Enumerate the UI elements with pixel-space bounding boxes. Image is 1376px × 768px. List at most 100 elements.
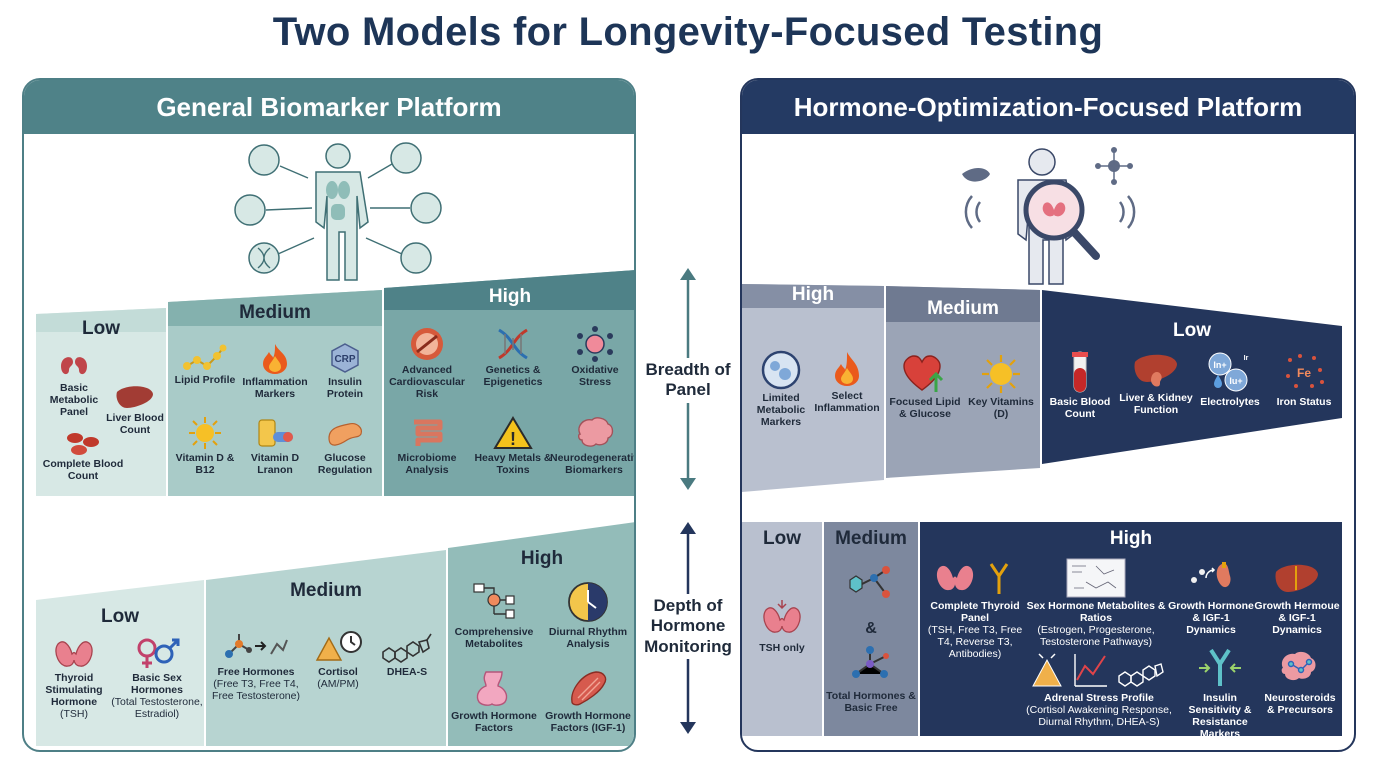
item-label: Electrolytes (1200, 396, 1260, 408)
tier-label: High (791, 284, 835, 305)
growth-hormone-factors: Growth Hormone Factors (448, 668, 540, 734)
microbiome-analysis: Microbiome Analysis (384, 416, 470, 476)
tier-label: Low (101, 606, 139, 627)
right-panel-heading: Hormone-Optimization-Focused Platform (742, 80, 1354, 134)
item-label: Complete Thyroid Panel (930, 600, 1020, 625)
ion-glyph: Ir (1244, 355, 1249, 362)
item-label: Vitamin D & B12 (175, 452, 235, 477)
free-radical-icon (577, 326, 613, 362)
item-label: Key Vitamins (D) (968, 396, 1034, 421)
intestine-icon (414, 419, 443, 446)
insulin-sensitivity-resistance-markers: Insulin Sensitivity & Resistance Markers (1178, 646, 1262, 736)
insulin-receptor-icon (1199, 648, 1241, 686)
item-label: Lipid Profile (174, 374, 236, 386)
right-depth-high: High Complete Thyroid Panel (TSH, Free T… (920, 522, 1342, 736)
item-sub: (AM/PM) (317, 678, 359, 691)
insulin-protein: CRP Insulin Protein (310, 342, 380, 400)
iron-glyph: Fe (1297, 366, 1311, 380)
item-label: Heavy Metals & Toxins (474, 452, 552, 477)
item-sub: (Cortisol Awakening Response, Diurnal Rh… (1026, 704, 1172, 729)
steroid-structure-icon (382, 633, 432, 663)
right-breadth-high: High Limited Metabolic Markers Select In… (742, 270, 884, 492)
item-label: Free Hormones (217, 666, 295, 678)
hormone-optimization-panel: Hormone-Optimization-Focused Platform Hi… (740, 78, 1356, 752)
thyroid-antibody-icon (936, 563, 1009, 594)
item-label: Basic Metabolic Panel (49, 382, 99, 419)
pathway-chart-icon (1066, 558, 1126, 598)
item-label: Insulin Sensitivity & Resistance Markers (1188, 692, 1252, 736)
item-label: Insulin Protein (326, 376, 364, 401)
item-label: Total Hormones & Basic Free (826, 690, 916, 715)
item-sub: (Total Testosterone, Estradiol) (111, 696, 203, 721)
item-label: Liver Blood Count (106, 412, 164, 437)
tier-label: Low (82, 318, 120, 339)
lipid-profile: Lipid Profile (170, 342, 240, 386)
item-label: Inflammation Markers (242, 376, 308, 401)
heart-growth-icon (903, 355, 944, 392)
axis-labels: Breadth of Panel Depth of Hormone Monito… (640, 0, 736, 768)
tier-label: Medium (239, 302, 311, 323)
left-breadth-band: Low Basic Metabolic Panel Liver Blood Co… (36, 270, 634, 496)
focused-lipid-glucose: Focused Lipid & Glucose (888, 354, 962, 420)
item-label: Liver & Kidney Function (1119, 392, 1193, 417)
neurodegenerative-biomarkers: Neurodegenerative Biomarkers (550, 416, 634, 476)
left-panel-heading: General Biomarker Platform (24, 80, 634, 134)
ion-glyph: In+ (1213, 360, 1226, 370)
limited-metabolic-markers: Limited Metabolic Markers (746, 350, 816, 428)
liver-kidney-function: Liver & Kidney Function (1118, 350, 1194, 416)
body-organs-icon (234, 142, 442, 281)
item-label: Growth Hermoue & IGF-1 Dynamics (1254, 600, 1340, 637)
basic-blood-count: Basic Blood Count (1044, 350, 1116, 420)
blood-tube-icon (1072, 351, 1088, 393)
item-label: Growth Hormone Factors (451, 710, 537, 735)
item-label: Microbiome Analysis (397, 452, 457, 477)
pituitary-icon (476, 671, 508, 706)
left-breadth-medium: Medium Lipid Profile Inflammation Marker… (168, 270, 382, 496)
item-label: TSH only (759, 642, 805, 654)
item-label: DHEA-S (386, 666, 428, 678)
thyroid-stimulating-hormone: Thyroid Stimulating Hormone (TSH) (38, 636, 110, 720)
tier-label: High (520, 548, 564, 569)
cell-icon (761, 350, 801, 390)
growth-hormone-factors-igf1: Growth Hormone Factors (IGF-1) (540, 668, 634, 734)
muscle-icon (571, 671, 607, 706)
item-label: Adrenal Stress Profile (1044, 692, 1154, 704)
diurnal-rhythm-analysis: Diurnal Rhythm Analysis (542, 580, 634, 650)
breadth-axis-label: Breadth of Panel (640, 358, 736, 403)
thyroid-icon (55, 641, 93, 667)
right-breadth-medium: Medium Focused Lipid & Glucose Key Vitam… (886, 270, 1040, 480)
select-inflammation: Select Inflammation (814, 350, 880, 414)
left-depth-high: High Comprehensive Metabolites Diurnal R… (448, 522, 634, 746)
item-label: Advanced Cardiovascular Risk (389, 364, 465, 401)
dna-icon (498, 328, 528, 360)
oxidative-stress: Oxidative Stress (554, 326, 634, 388)
right-breadth-band: High Limited Metabolic Markers Select In… (742, 270, 1354, 496)
item-label: Select Inflammation (814, 390, 880, 415)
sex-hormone-metabolites-ratios: Sex Hormone Metabolites & Ratios (Estrog… (1026, 558, 1166, 648)
molecule-reaction-icon (225, 634, 288, 658)
thyroid-icon (763, 600, 801, 633)
item-label: Vitamin D Lranon (250, 452, 300, 477)
right-depth-low: Low TSH only (742, 522, 822, 736)
day-night-clock-icon (568, 582, 608, 622)
tsh-only: TSH only (744, 600, 820, 654)
ion-glyph: Iu+ (1229, 376, 1242, 386)
neurosteroids-precursors: Neurosteroids & Precursors (1260, 646, 1340, 716)
left-breadth-low: Low Basic Metabolic Panel Liver Blood Co… (36, 270, 166, 496)
item-label: Focused Lipid & Glucose (889, 396, 961, 421)
heavy-metals-toxins: ! Heavy Metals & Toxins (470, 416, 556, 476)
free-hormones: Free Hormones (Free T3, Free T4, Free Te… (208, 628, 304, 702)
total-hormones-basic-free: Total Hormones & Basic Free (826, 690, 916, 714)
svg-text:!: ! (510, 429, 516, 449)
item-label: Neurosteroids & Precursors (1264, 692, 1336, 717)
inflammation-markers: Inflammation Markers (240, 342, 310, 400)
item-sub: (Estrogen, Progesterone, Testosterone Pa… (1037, 624, 1155, 649)
molecule-icon (849, 566, 890, 598)
sun-icon (982, 355, 1020, 393)
item-label: Comprehensive Metabolites (454, 626, 534, 651)
right-breadth-low: Low Basic Blood Count Liver & Kidney Fun… (1042, 270, 1342, 464)
item-label: Limited Metabolic Markers (756, 392, 806, 429)
gender-symbols-icon (137, 638, 180, 668)
basic-sex-hormones: Basic Sex Hormones (Total Testosterone, … (110, 636, 204, 720)
